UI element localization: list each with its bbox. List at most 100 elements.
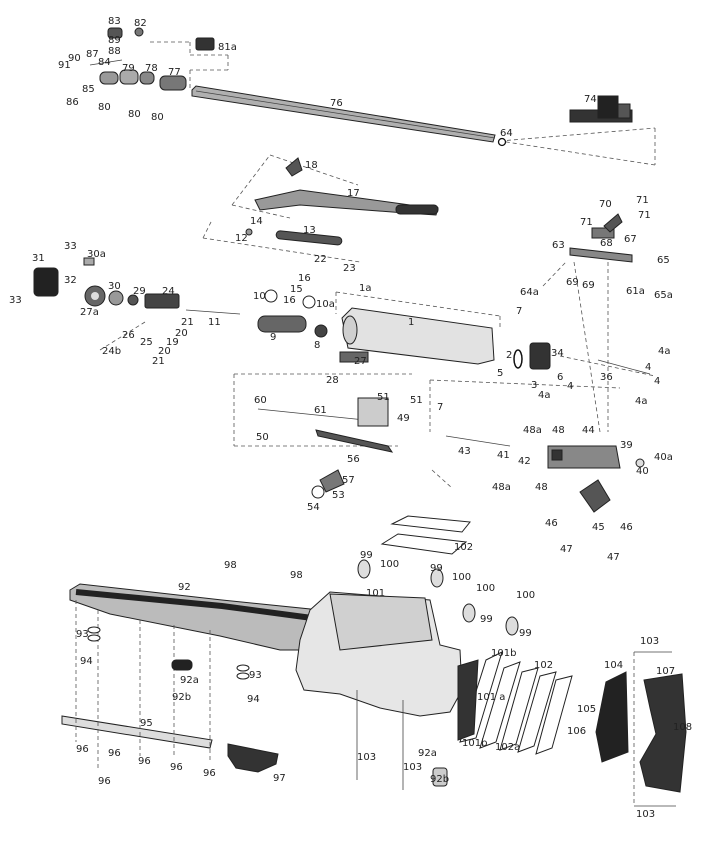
part-68	[591, 227, 615, 239]
label-98b: 98	[290, 570, 303, 581]
label-22: 22	[314, 254, 327, 265]
label-47a: 47	[560, 544, 573, 555]
part-24	[144, 293, 180, 309]
part-83	[107, 27, 123, 39]
part-45	[579, 479, 611, 513]
label-60: 60	[254, 395, 267, 406]
label-104: 104	[604, 660, 623, 671]
label-4e: 4	[654, 376, 660, 387]
spacer-5	[535, 675, 573, 755]
part-99-4	[505, 616, 519, 636]
label-68: 68	[600, 238, 613, 249]
label-94a: 94	[80, 656, 93, 667]
label-10: 10	[253, 291, 266, 302]
label-31: 31	[32, 253, 45, 264]
spacer-4	[517, 671, 557, 753]
label-105: 105	[577, 704, 596, 715]
label-12: 12	[235, 233, 248, 244]
label-20a: 20	[175, 328, 188, 339]
part-92a	[171, 659, 193, 671]
spacer-2	[479, 661, 521, 749]
label-7b: 7	[437, 402, 443, 413]
part-2-ring	[513, 349, 523, 369]
label-86: 86	[66, 97, 79, 108]
label-65a: 65a	[654, 290, 673, 301]
label-48a2: 48a	[492, 482, 511, 493]
label-15: 15	[290, 284, 303, 295]
label-79: 79	[122, 63, 135, 74]
label-98a: 98	[224, 560, 237, 571]
label-2: 2	[506, 350, 512, 361]
label-64a: 64a	[520, 287, 539, 298]
label-71a: 71	[636, 195, 649, 206]
label-23: 23	[343, 263, 356, 274]
part-79b	[119, 69, 139, 85]
label-84: 84	[98, 57, 111, 68]
label-4b: 4	[567, 381, 573, 392]
label-90: 90	[68, 53, 81, 64]
label-54: 54	[307, 502, 320, 513]
part-31	[33, 267, 59, 297]
label-100d: 100	[516, 590, 535, 601]
label-87: 87	[86, 49, 99, 60]
part-102-mid	[380, 533, 468, 555]
label-101a: 101 a	[477, 692, 505, 703]
part-29b	[127, 294, 139, 306]
label-91: 91	[58, 60, 71, 71]
label-102a: 102	[454, 542, 473, 553]
label-63: 63	[552, 240, 565, 251]
trigger-group	[233, 373, 645, 513]
label-46a: 46	[545, 518, 558, 529]
label-27: 27	[354, 356, 367, 367]
label-4f: 4a	[635, 396, 648, 407]
label-49: 49	[397, 413, 410, 424]
part-99-1	[357, 559, 371, 579]
label-50: 50	[256, 432, 269, 443]
part-50	[315, 429, 394, 453]
label-25: 25	[140, 337, 153, 348]
label-96a: 96	[76, 744, 89, 755]
part-27	[339, 351, 369, 363]
label-7a: 7	[516, 306, 522, 317]
label-4a: 4	[645, 362, 651, 373]
label-76: 76	[330, 98, 343, 109]
label-33a: 33	[64, 241, 77, 252]
label-51a: 51	[377, 392, 390, 403]
part-8	[314, 324, 328, 338]
label-101: 101	[366, 588, 385, 599]
label-96e: 96	[203, 768, 216, 779]
part-10	[264, 289, 278, 303]
label-28: 28	[326, 375, 339, 386]
label-17: 17	[347, 188, 360, 199]
part-79	[99, 71, 119, 85]
label-41: 41	[497, 450, 510, 461]
label-103a: 103	[640, 636, 659, 647]
cocking-lever-group	[202, 154, 439, 263]
label-9: 9	[270, 332, 276, 343]
label-67: 67	[624, 234, 637, 245]
label-11: 11	[208, 317, 221, 328]
part-30a	[83, 257, 95, 266]
label-95: 95	[140, 718, 153, 729]
label-82: 82	[134, 18, 147, 29]
part-74-knob	[617, 103, 631, 119]
label-78: 78	[145, 63, 158, 74]
label-99d: 99	[519, 628, 532, 639]
label-3: 3	[531, 380, 537, 391]
part-70	[603, 213, 623, 233]
part-107	[639, 673, 687, 793]
label-107: 107	[656, 666, 675, 677]
label-30a: 30a	[87, 249, 106, 260]
label-18: 18	[305, 160, 318, 171]
part-17-handle	[395, 204, 439, 215]
label-14: 14	[250, 216, 263, 227]
label-46b: 46	[620, 522, 633, 533]
rear-sight-group	[542, 213, 633, 433]
label-89: 89	[108, 35, 121, 46]
label-94b: 94	[247, 694, 260, 705]
label-96d: 96	[170, 762, 183, 773]
spacer-3	[499, 667, 539, 751]
label-24b: 24b	[102, 346, 121, 357]
part-18	[285, 157, 303, 177]
label-4c: 4a	[538, 390, 551, 401]
